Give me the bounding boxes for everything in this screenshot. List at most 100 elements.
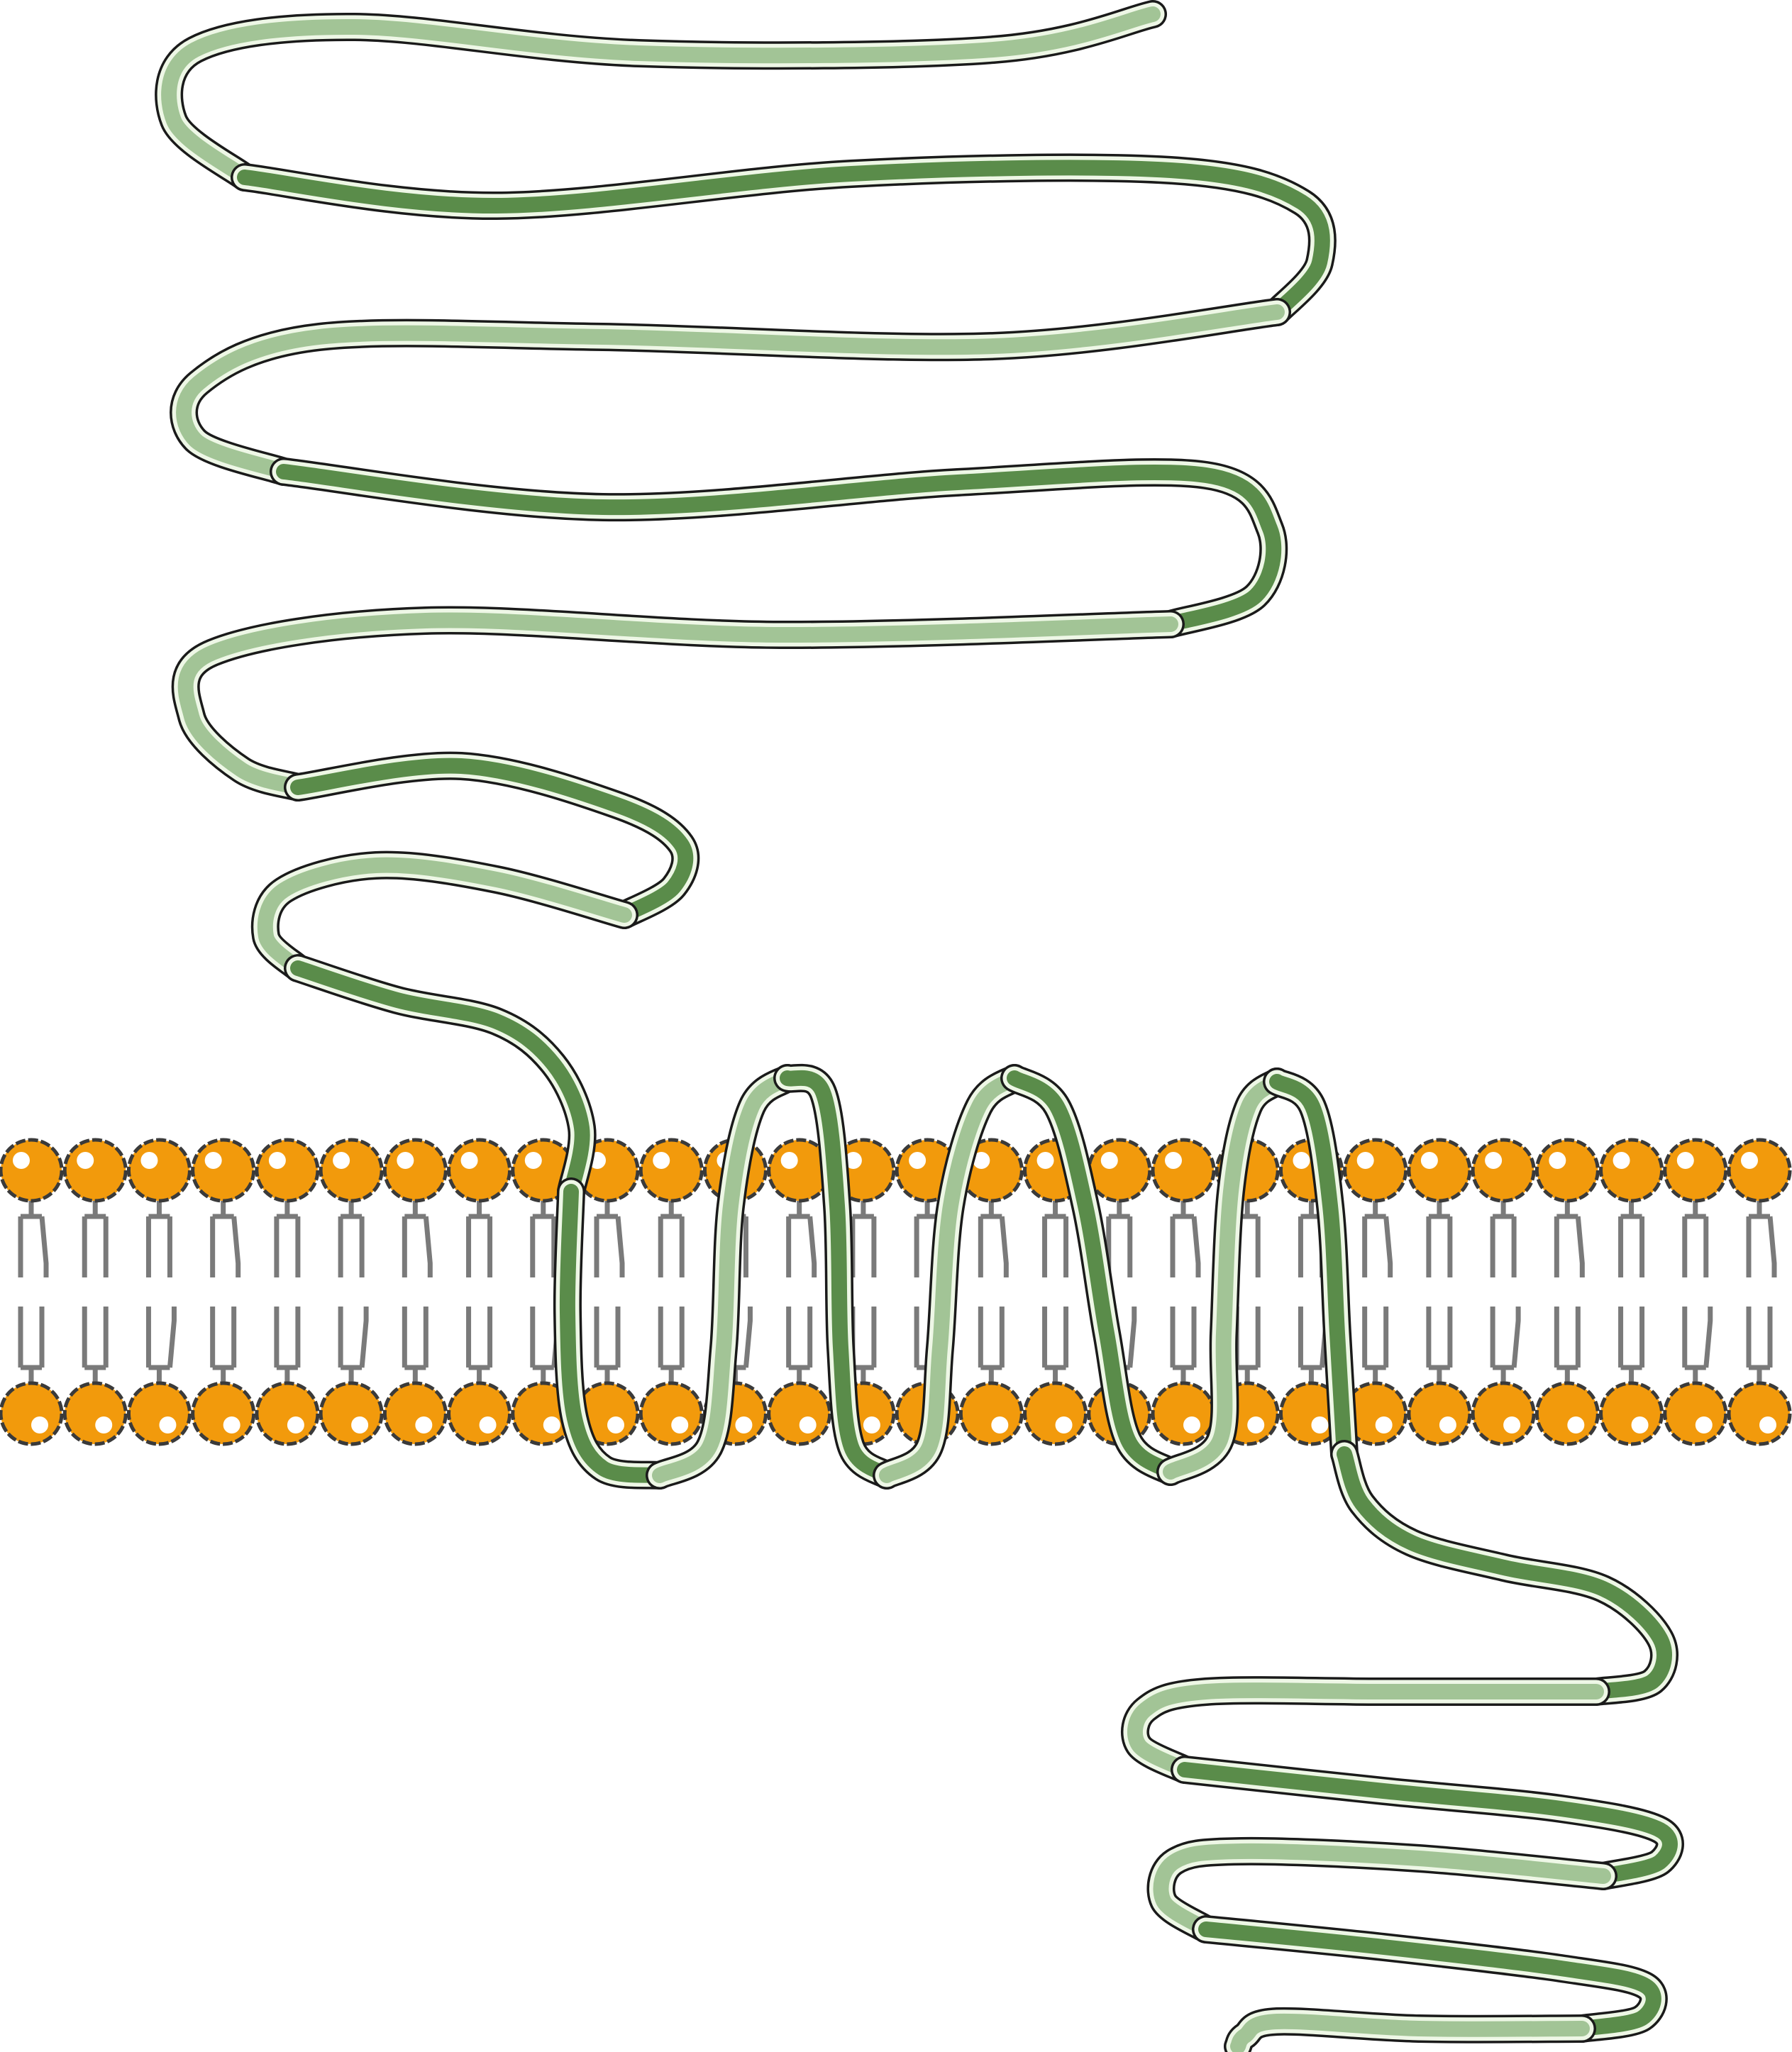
phospholipid-head — [319, 1381, 384, 1446]
phospholipid-head — [447, 1138, 512, 1203]
lipid-tail — [145, 1307, 177, 1383]
ribbon-segment — [1121, 1676, 1610, 1784]
lipid-tail — [18, 1201, 49, 1277]
lipid-tail — [1682, 1201, 1709, 1277]
transmembrane-helix — [773, 1063, 901, 1490]
phospholipid-head — [191, 1138, 256, 1203]
phospholipid-head — [382, 1381, 448, 1446]
phospholipid-head — [255, 1138, 320, 1203]
lipid-tail — [1362, 1201, 1393, 1277]
lipid-tail — [786, 1201, 817, 1277]
phospholipid-head — [1663, 1381, 1728, 1446]
lipid-tail — [1682, 1307, 1713, 1383]
lipid-tail — [1746, 1307, 1773, 1383]
lipid-tail — [978, 1307, 1005, 1383]
phospholipid-head — [767, 1381, 832, 1446]
lipid-tail — [1426, 1307, 1453, 1383]
phospholipid-head — [191, 1381, 256, 1446]
ribbon-segment — [270, 457, 1288, 638]
lipid-tail — [1490, 1201, 1517, 1277]
ribbon-segment — [1171, 1756, 1684, 1890]
lipid-tail — [210, 1201, 241, 1277]
transmembrane-helix — [1000, 1064, 1185, 1486]
ribbon-segment — [171, 606, 1185, 802]
lipid-tail — [1362, 1307, 1389, 1383]
lipid-tail — [402, 1307, 428, 1383]
phospholipid-head — [1407, 1138, 1472, 1203]
lipid-tail — [274, 1201, 301, 1277]
inner-leaflet — [0, 1381, 1792, 1446]
phospholipid-head — [126, 1138, 192, 1203]
lipid-tails — [18, 1201, 1777, 1383]
phospholipid-head — [638, 1138, 704, 1203]
lipid-tail — [1554, 1307, 1581, 1383]
lipid-tail — [786, 1307, 813, 1383]
lipid-tail — [82, 1307, 109, 1383]
lipid-tail — [466, 1307, 493, 1383]
phospholipid-head — [1471, 1138, 1536, 1203]
lipid-tail — [145, 1201, 172, 1277]
phospholipid-head — [958, 1381, 1024, 1446]
lipid-tail — [530, 1201, 557, 1277]
phospholipid-head — [1023, 1381, 1088, 1446]
lipid-tail — [1042, 1307, 1069, 1383]
lipid-tail — [274, 1307, 301, 1383]
lipid-tail — [1618, 1307, 1645, 1383]
phospholipid-head — [126, 1381, 192, 1446]
ribbon-segment — [170, 298, 1291, 486]
phospholipid-head — [638, 1381, 704, 1446]
phospholipid-head — [1471, 1381, 1536, 1446]
ribbon-segment — [1146, 1836, 1617, 1943]
lipid-tail — [1298, 1201, 1324, 1277]
ribbon-segment — [250, 850, 638, 982]
lipid-tail — [658, 1201, 685, 1277]
lipid-tail — [1298, 1307, 1329, 1383]
phospholipid-head — [62, 1381, 128, 1446]
lipid-tail — [850, 1307, 877, 1383]
lipid-tail — [658, 1307, 685, 1383]
outer-leaflet — [0, 1138, 1792, 1203]
lipid-tail — [1618, 1201, 1645, 1277]
lipid-tail — [210, 1307, 237, 1383]
transmembrane-helix — [1156, 1067, 1291, 1486]
phospholipid-head — [0, 1138, 64, 1203]
phospholipid-head — [1407, 1381, 1472, 1446]
lipid-tail — [338, 1307, 369, 1383]
lipid-tail — [1170, 1307, 1197, 1383]
lipid-tail — [1106, 1201, 1133, 1277]
lipid-tail — [18, 1307, 45, 1383]
lipid-tail — [1490, 1307, 1521, 1383]
transmembrane-helix — [873, 1064, 1029, 1490]
transmembrane-helix — [646, 1064, 802, 1490]
ribbon-segment — [1224, 2007, 1596, 2052]
lipid-tail — [850, 1201, 877, 1277]
ribbon-segment — [1192, 1915, 1668, 2043]
lipid-tail — [338, 1201, 365, 1277]
lipid-tail — [1746, 1201, 1777, 1277]
phospholipid-head — [447, 1381, 512, 1446]
phospholipid-head — [62, 1138, 128, 1203]
ribbon-segment — [231, 153, 1337, 326]
ribbon-segment — [284, 954, 597, 1206]
transmembrane-helix — [553, 1177, 674, 1490]
ribbon-segment — [155, 0, 1167, 192]
lipid-tail — [1234, 1201, 1261, 1277]
phospholipid-head — [0, 1381, 64, 1446]
lipid-tail — [530, 1307, 561, 1383]
lipid-tail — [1554, 1201, 1585, 1277]
lipid-tail — [82, 1201, 109, 1277]
transmembrane-helix — [1263, 1067, 1359, 1468]
lipid-tail — [978, 1201, 1009, 1277]
lipid-tail — [594, 1307, 621, 1383]
lipid-tail — [1170, 1201, 1201, 1277]
lipid-tail — [1426, 1201, 1453, 1277]
phospholipid-head — [319, 1138, 384, 1203]
phospholipid-head — [1727, 1381, 1792, 1446]
ribbon-segment — [1330, 1440, 1678, 1706]
lipid-tail — [594, 1201, 625, 1277]
phospholipid-head — [1151, 1381, 1216, 1446]
lipid-tail — [1234, 1307, 1261, 1383]
lipid-tail — [1042, 1201, 1069, 1277]
lipid-tail — [466, 1201, 493, 1277]
phospholipid-head — [1343, 1138, 1408, 1203]
